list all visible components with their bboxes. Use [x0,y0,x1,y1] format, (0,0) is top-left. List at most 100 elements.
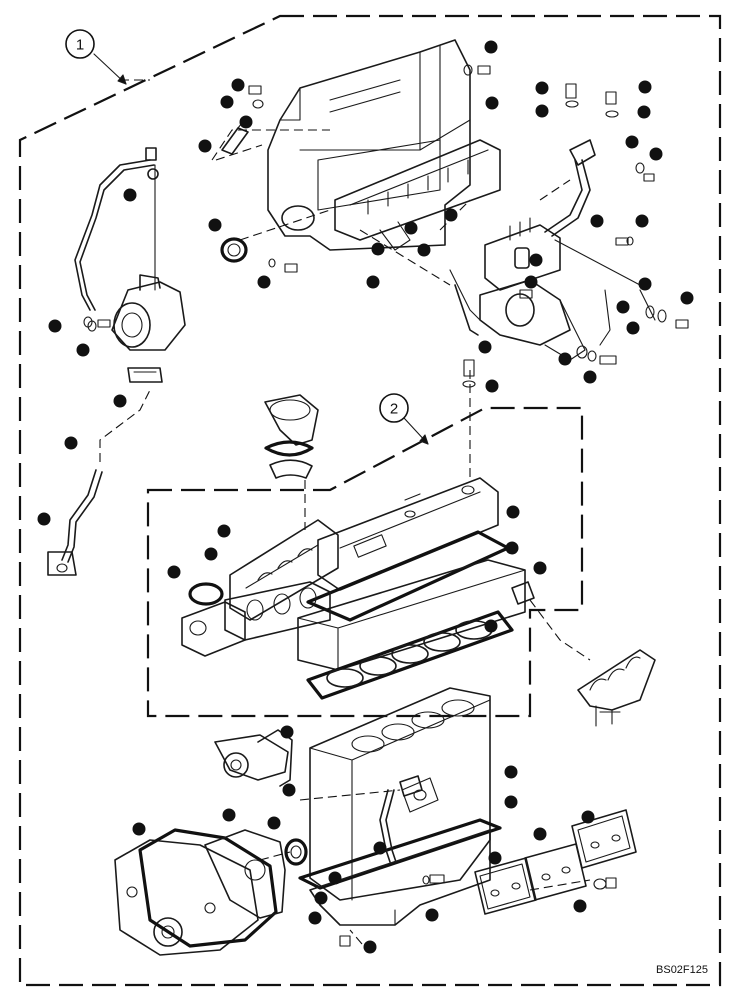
callout-dot [132,822,146,836]
rear-crank-seal [284,838,308,866]
callout-dot [167,565,181,579]
oil-cooler-line [379,775,423,863]
callout-dot [485,379,499,393]
front-crank-seal [220,237,248,263]
cylinder-head [297,559,526,671]
callout-dot [123,188,137,202]
turbocharger [111,164,186,383]
small-gasket [511,581,535,605]
callout-dot [220,95,234,109]
callout-dot [533,827,547,841]
callout-dot [37,512,51,526]
callout-dot [231,78,245,92]
callout-dot [649,147,663,161]
callout-dot [638,277,652,291]
exhaust-manifold-right [577,649,656,727]
callout-dot [638,80,652,94]
callout-dot [328,871,342,885]
callout-dot [444,208,458,222]
callout-dot [217,524,231,538]
callout-dot [680,291,694,305]
callout-dot [417,243,431,257]
callout-dot [363,940,377,954]
callout-dot [506,505,520,519]
hardware [83,64,689,947]
callout-dot [478,340,492,354]
timing-cover-gasket [138,828,278,948]
engine-block-upper [267,39,471,251]
callout-dot [488,851,502,865]
callout-dot [504,795,518,809]
leader-lines [99,79,591,945]
fuel-filter-assembly [479,217,586,361]
callout-dot [314,891,328,905]
intake-manifold [229,519,339,621]
callout-dot [280,725,294,739]
turbo-oil-feed-line [74,147,159,311]
callout-dot [204,547,218,561]
callout-dot [239,115,253,129]
callout-dot [64,436,78,450]
callout-2-label: 2 [390,401,398,418]
fuel-injection-pump [334,139,501,251]
kit-2-boundary [146,406,584,718]
callout-dots [37,40,694,954]
callout-dot [529,253,543,267]
callout-dot [573,899,587,913]
callout-dot [257,275,271,289]
callout-dot [222,808,236,822]
callout-dot [533,561,547,575]
callout-dot [371,242,385,256]
callout-dot [505,541,519,555]
callout-dot [425,908,439,922]
callout-dot [616,300,630,314]
callout-dot [76,343,90,357]
callout-dot [637,105,651,119]
engine-block-lower [309,687,491,901]
callout-1: 1 [65,29,127,85]
callout-dot [558,352,572,366]
callout-dot [535,81,549,95]
side-cover-gaskets [474,809,637,915]
kit-1-boundary [18,14,722,987]
callout-dot [524,275,538,289]
callout-dot [484,40,498,54]
callout-1-label: 1 [76,37,84,54]
callout-dot [535,104,549,118]
figure-code: BS02F125 [656,964,708,976]
callout-dot [590,214,604,228]
thermostat-housing [264,394,319,479]
exhaust-manifold [181,582,246,657]
timing-cover [114,839,259,956]
callout-dot [404,221,418,235]
callout-dot [504,765,518,779]
exhaust-manifold-gasket [224,581,331,641]
callout-dot [635,214,649,228]
front-plate [204,829,286,919]
callout-dot [485,96,499,110]
callout-dot [373,841,387,855]
callout-2: 2 [379,393,429,445]
fuel-lines [449,139,656,346]
head-gasket [306,610,514,700]
callout-dot [484,619,498,633]
callout-dot [208,218,222,232]
callout-dot [308,911,322,925]
callout-dot [113,394,127,408]
callout-dot [282,783,296,797]
turbo-oil-drain-line [47,469,103,576]
callout-dot [583,370,597,384]
water-pump [214,729,293,787]
callout-dot [198,139,212,153]
valve-cover [317,477,499,591]
callout-dot [267,816,281,830]
callout-dot [625,135,639,149]
callout-dot [581,810,595,824]
callout-dot [366,275,380,289]
oil-pan-gasket [298,818,502,890]
oil-pan [309,829,491,926]
callout-dot [48,319,62,333]
callout-dot [626,321,640,335]
